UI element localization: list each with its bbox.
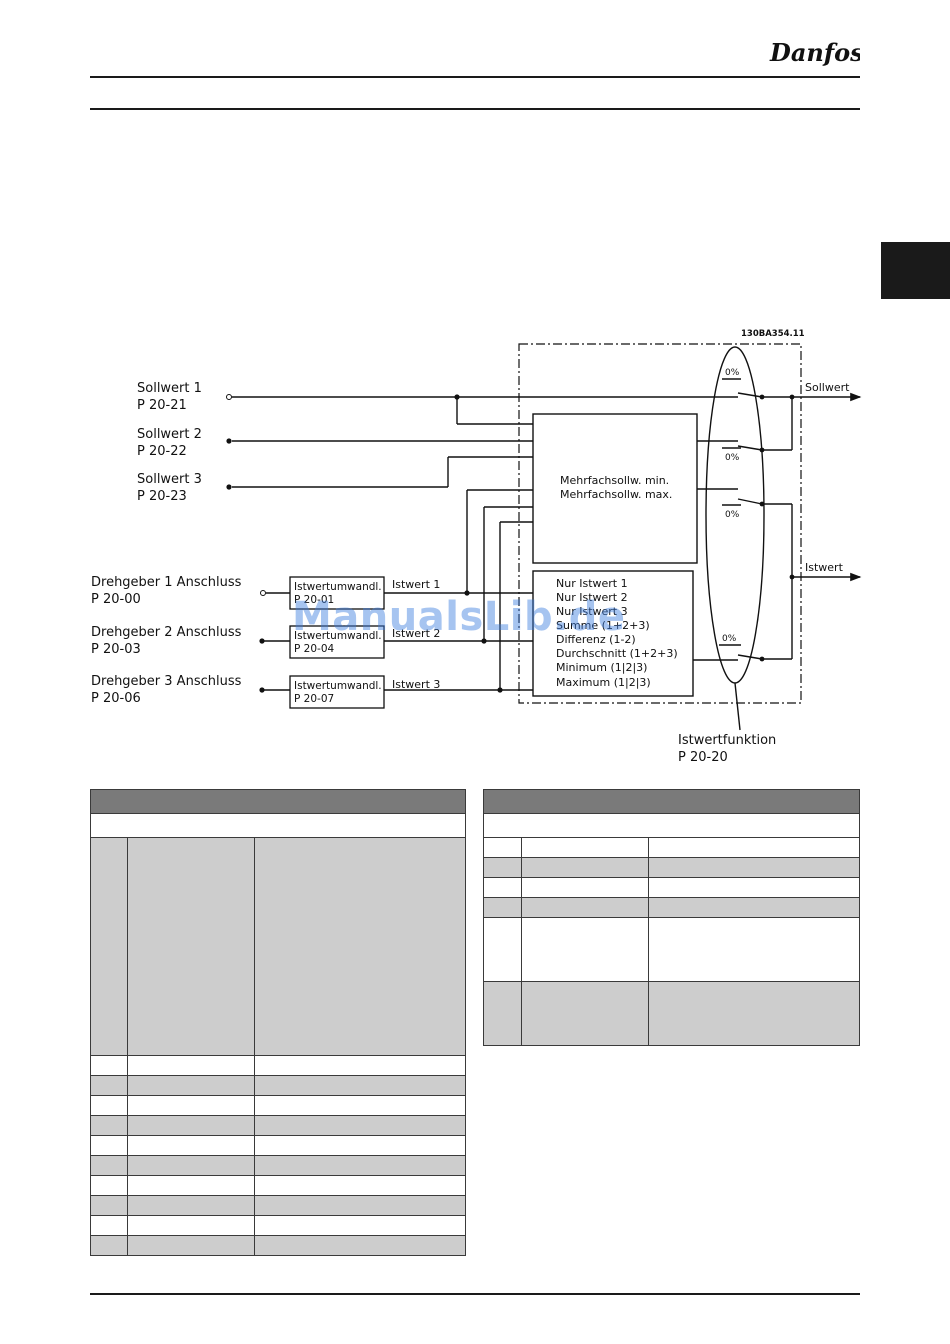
conv-3-label: Istwertumwandl.	[294, 680, 382, 692]
ff-item-1: Nur Istwert 1	[556, 577, 628, 590]
danfoss-logo: Danfoss	[768, 36, 878, 68]
watermark: ManualsLib.de	[292, 594, 626, 640]
conv-2-label: Istwertumwandl.	[294, 630, 382, 642]
function-selector-label: Istwertfunktion	[678, 733, 776, 748]
encoder-3-param: P 20-06	[91, 691, 141, 706]
ff-item-5: Differenz (1-2)	[556, 633, 636, 646]
right-parameter-table	[483, 789, 861, 1046]
ff-item-2: Nur Istwert 2	[556, 591, 628, 604]
feedback-output-label: Istwert	[805, 561, 844, 574]
chapter-tab-marker	[881, 242, 950, 299]
feedback-3-label: Istwert 3	[392, 678, 440, 691]
setpoint-2-param: P 20-22	[137, 444, 187, 459]
conv-2-param: P 20-04	[294, 643, 334, 655]
ff-item-8: Maximum (1|2|3)	[556, 676, 651, 689]
ff-item-4: Summe (1+2+3)	[556, 619, 650, 632]
setpoint-1-label: Sollwert 1	[137, 381, 202, 396]
feedback-conversion-2	[289, 625, 385, 659]
feedback-function-block	[532, 570, 694, 697]
feedback-1-label: Istwert 1	[392, 578, 440, 591]
figure-code: 130BA354.11	[741, 329, 805, 339]
switch-3-zero-label: 0%	[725, 510, 740, 520]
feedback-2-label: Istwert 2	[392, 627, 440, 640]
function-selector-param: P 20-20	[678, 750, 728, 765]
setpoint-2-label: Sollwert 2	[137, 427, 202, 442]
setpoint-3-param: P 20-23	[137, 489, 187, 504]
switch-2-zero-label: 0%	[725, 453, 740, 463]
switch-1-zero-label: 0%	[725, 368, 740, 378]
multi-setpoint-min: Mehrfachsollw. min.	[560, 474, 669, 487]
setpoint-3-label: Sollwert 3	[137, 472, 202, 487]
header-rule-bottom	[90, 108, 860, 110]
encoder-2-param: P 20-03	[91, 642, 141, 657]
encoder-3-label: Drehgeber 3 Anschluss	[91, 674, 242, 689]
setpoint-1-param: P 20-21	[137, 398, 187, 413]
ff-item-7: Minimum (1|2|3)	[556, 661, 647, 674]
setpoint-output-label: Sollwert	[805, 381, 850, 394]
feedback-conversion-3	[289, 675, 385, 709]
multi-setpoint-block	[532, 413, 698, 564]
encoder-1-param: P 20-00	[91, 592, 141, 607]
ff-item-3: Nur Istwert 3	[556, 605, 628, 618]
left-parameter-table	[90, 789, 467, 1256]
feedback-diagram: 130BA354.11 Sollwert 1 P 20-21 Sollwert …	[91, 329, 862, 765]
multi-setpoint-max: Mehrfachsollw. max.	[560, 488, 672, 501]
conv-1-label: Istwertumwandl.	[294, 581, 382, 593]
header-rule-top	[90, 76, 860, 78]
conv-3-param: P 20-07	[294, 693, 334, 705]
controller-frame	[518, 343, 802, 704]
encoder-1-label: Drehgeber 1 Anschluss	[91, 575, 242, 590]
encoder-2-label: Drehgeber 2 Anschluss	[91, 625, 242, 640]
ff-item-6: Durchschnitt (1+2+3)	[556, 647, 678, 660]
switch-4-zero-label: 0%	[722, 634, 737, 644]
conv-1-param: P 20-01	[294, 594, 334, 606]
logo-wordmark: Danfoss	[769, 38, 860, 67]
feedback-conversion-1	[289, 576, 385, 610]
footer-rule	[90, 1293, 860, 1295]
